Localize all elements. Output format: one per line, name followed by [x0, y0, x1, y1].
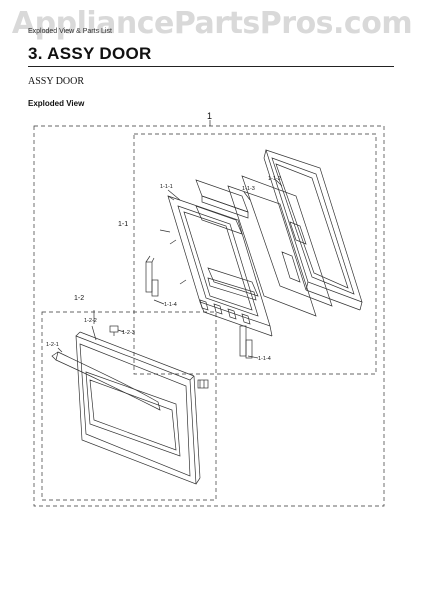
- callout-1-1-2: 1-1-2: [268, 176, 281, 182]
- glass-panel-mid: [227, 185, 317, 317]
- callout-1: 1: [207, 111, 212, 121]
- door-bracket: [197, 379, 209, 389]
- door-handle: [51, 351, 161, 411]
- inner-door-frame: [167, 195, 273, 337]
- page-title: 3. ASSY DOOR: [28, 44, 152, 63]
- callout-1-2-3: 1-2-3: [122, 330, 135, 336]
- callout-1-2: 1-2: [74, 295, 84, 302]
- callout-1-1: 1-1: [118, 221, 128, 228]
- callout-1-1-4-left: 1-1-4: [164, 302, 177, 308]
- callout-1-1-3: 1-1-3: [242, 186, 255, 192]
- assembly-boundary-outer: [33, 125, 385, 507]
- callout-1-2-1: 1-2-1: [46, 342, 59, 348]
- callout-1-2-2: 1-2-2: [84, 318, 97, 324]
- glass-panel-rear: [241, 175, 333, 307]
- outer-assembly-boundary: [41, 311, 217, 501]
- callout-1-1-4-right: 1-1-4: [258, 356, 271, 362]
- rear-frame-panel: [263, 149, 363, 311]
- inner-assembly-boundary: [133, 133, 377, 375]
- hinge-left: [145, 255, 159, 297]
- door-clip: [109, 325, 119, 336]
- title-divider: [28, 66, 394, 67]
- assembly-name: ASSY DOOR: [28, 76, 85, 87]
- leader-lines: [57, 179, 283, 359]
- insulation-blocks: [195, 179, 307, 301]
- hinge-right: [239, 325, 253, 359]
- header-caption: Exploded View & Parts List: [28, 28, 112, 35]
- section-heading: Exploded View: [28, 99, 85, 108]
- watermark: AppliancePartsPros.com: [11, 6, 413, 41]
- callout-1-1-1: 1-1-1: [160, 184, 173, 190]
- outer-door-panel: [75, 331, 201, 485]
